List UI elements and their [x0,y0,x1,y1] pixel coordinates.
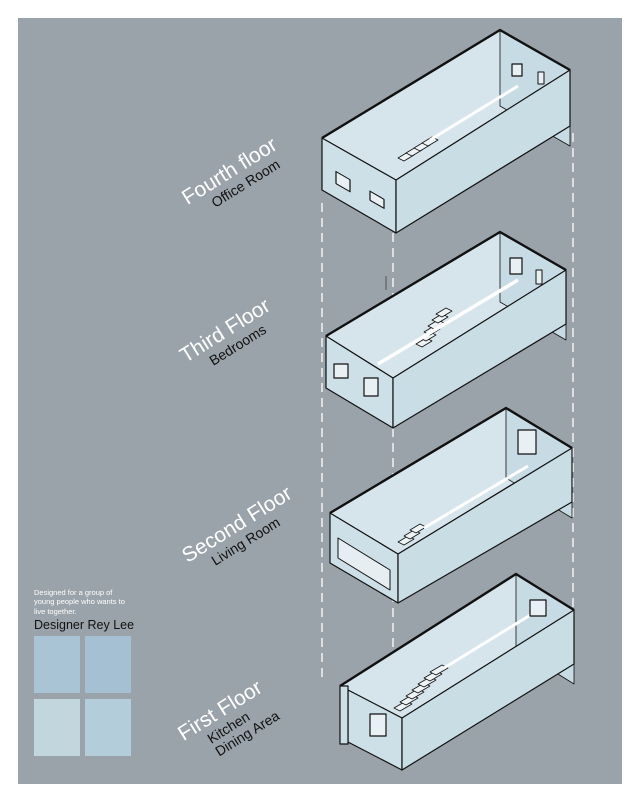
window [537,71,545,85]
top-edge [339,572,575,688]
corridor-line [429,84,519,142]
window [369,713,387,737]
front-right-face [397,447,573,604]
front-right-face [392,269,567,429]
window [535,269,543,285]
designer-name: Designer Rey Lee [34,618,135,633]
second-floor-model [329,406,573,604]
entrance-post [339,685,349,745]
window [335,170,351,193]
diagram-board: Fourth floor Office Room Third Floor Bed… [18,18,622,784]
fourth-floor-model [321,28,571,234]
design-note: Designed for a group of young people who… [34,588,125,616]
third-floor-model [325,230,567,429]
staircase [397,136,439,162]
corridor-line [423,464,529,530]
front-right-face [401,609,575,771]
window [529,599,547,617]
color-swatch [34,699,80,756]
window [333,363,349,379]
staircase [393,664,449,712]
staircase [397,523,427,546]
front-right-face [395,69,571,234]
corridor-line [377,278,519,366]
window [363,377,379,397]
top-edge [321,28,571,140]
window [517,429,537,455]
window [509,257,523,275]
color-swatch [85,636,131,693]
corridor-line [443,612,533,670]
color-swatch [34,636,80,693]
window [511,63,523,77]
top-edge [325,230,567,338]
designer-info: Designed for a group of young people who… [34,588,234,632]
top-edge [329,406,573,515]
color-swatch [85,699,131,756]
first-floor-model [339,572,575,771]
window [369,190,385,210]
exploded-axonometric-drawing [321,28,575,771]
living-room-opening [337,537,391,591]
